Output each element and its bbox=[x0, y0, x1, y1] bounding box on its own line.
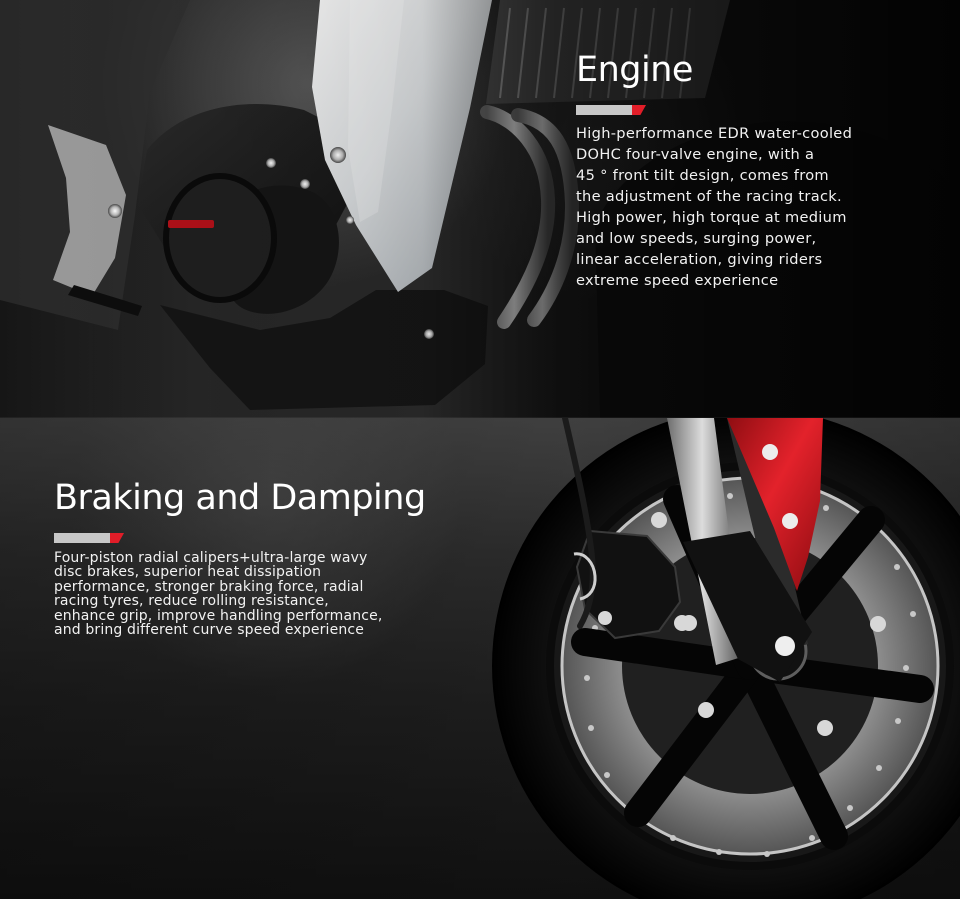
disc-bolt-4 bbox=[674, 615, 690, 631]
braking-description-line: Four-piston radial calipers+ultra-large … bbox=[54, 550, 368, 566]
disc-bolt-2 bbox=[817, 720, 833, 736]
braking-description: Four-piston radial calipers+ultra-large … bbox=[54, 550, 492, 639]
braking-content: Braking and Damping Four-piston radial c… bbox=[54, 476, 492, 637]
braking-description-line: performance, stronger braking force, rad… bbox=[54, 578, 364, 595]
engine-description: High-performance EDR water-cooled DOHC f… bbox=[576, 123, 931, 291]
engine-description-line: High-performance EDR water-cooled bbox=[576, 125, 853, 142]
engine-title: Engine bbox=[576, 50, 693, 90]
braking-description-line: and bring different curve speed experien… bbox=[54, 622, 364, 639]
brake-caliper bbox=[575, 529, 682, 640]
braking-accent-bar bbox=[54, 533, 124, 543]
engine-description-line: the adjustment of the racing track. bbox=[576, 188, 842, 205]
red-guard-bolt-2 bbox=[782, 513, 798, 529]
engine-shade-overlay bbox=[0, 0, 960, 418]
engine-description-line: extreme speed experience bbox=[576, 272, 779, 289]
engine-description-line: DOHC four-valve engine, with a bbox=[576, 146, 815, 163]
engine-content: Engine High-performance EDR water-cooled… bbox=[576, 48, 931, 291]
caliper-bolt-3 bbox=[598, 611, 612, 625]
brake-hose-fitting bbox=[573, 552, 597, 601]
engine-section: Engine High-performance EDR water-cooled… bbox=[0, 0, 960, 418]
braking-section: Braking and Damping Four-piston radial c… bbox=[0, 418, 960, 899]
disc-bolt-5 bbox=[775, 636, 795, 656]
engine-description-line: linear acceleration, giving riders bbox=[576, 251, 823, 268]
engine-description-line: 45 ° front tilt design, comes from bbox=[576, 167, 829, 184]
disc-bolt-3 bbox=[698, 702, 714, 718]
caliper-bolt-1 bbox=[651, 512, 667, 528]
braking-description-line: enhance grip, improve handling performan… bbox=[54, 607, 383, 624]
braking-title: Braking and Damping bbox=[54, 478, 426, 518]
red-guard-bolt-1 bbox=[762, 444, 778, 460]
braking-wheel-illustration bbox=[492, 418, 960, 899]
engine-description-line: and low speeds, surging power, bbox=[576, 230, 817, 247]
braking-description-line: disc brakes, superior heat dissipation bbox=[54, 564, 322, 581]
red-fork-guard bbox=[727, 418, 823, 591]
disc-bolt-1 bbox=[870, 616, 886, 632]
section-divider bbox=[0, 417, 960, 418]
engine-accent-bar bbox=[576, 105, 646, 115]
engine-description-line: High power, high torque at medium bbox=[576, 209, 847, 226]
braking-description-line: racing tyres, reduce rolling resistance, bbox=[54, 593, 329, 610]
brake-line bbox=[562, 418, 596, 629]
